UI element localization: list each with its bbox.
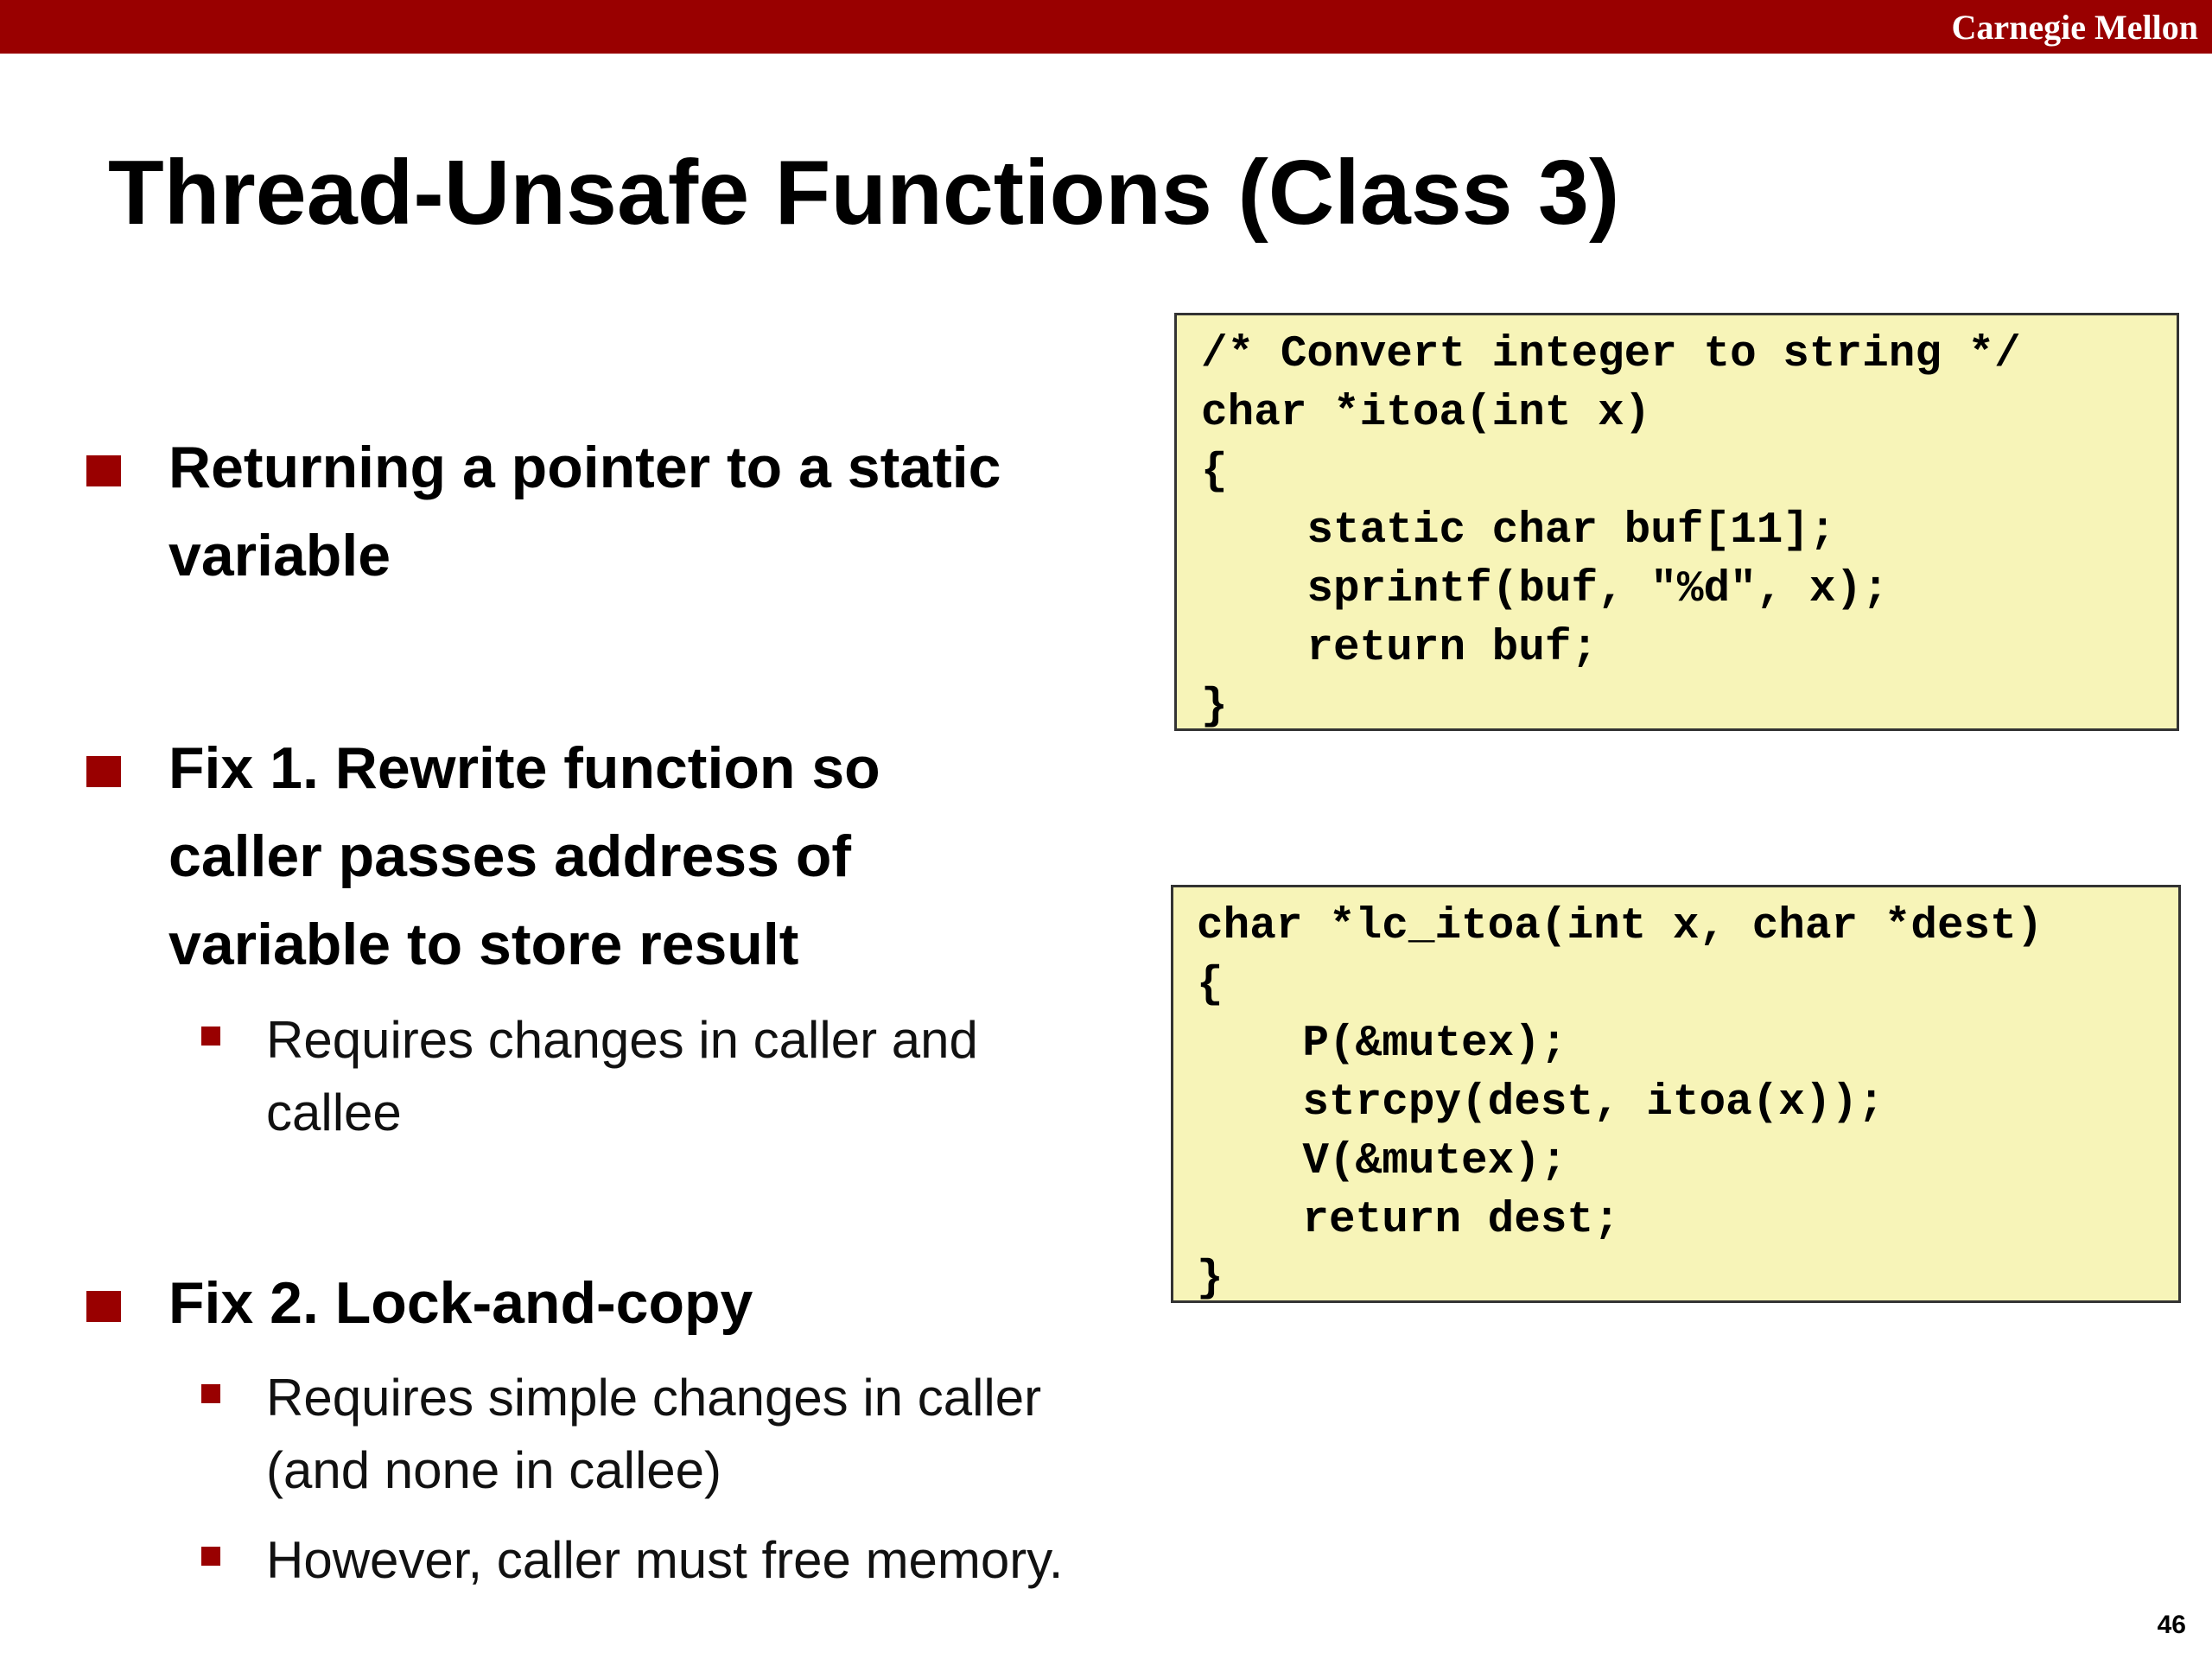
- bullet-text-line: Returning a pointer to a static: [168, 435, 1001, 500]
- sub-bullet-caller-and-callee: Requires changes in caller and callee: [266, 1004, 978, 1149]
- bullet-text-line: Fix 2. Lock-and-copy: [168, 1270, 753, 1336]
- sub-bullet-simple-changes: Requires simple changes in caller (and n…: [266, 1362, 1041, 1507]
- code-line: V(&mutex);: [1197, 1137, 1567, 1186]
- code-box-lc-itoa: char *lc_itoa(int x, char *dest) { P(&mu…: [1171, 885, 2181, 1304]
- page-number: 46: [2157, 1611, 2186, 1639]
- code-line: P(&mutex);: [1197, 1020, 1567, 1069]
- sub-bullet-marker: [201, 1384, 220, 1403]
- code-line: {: [1197, 961, 1224, 1010]
- bullet-text-line: caller passes address of: [168, 823, 852, 889]
- code-line: return dest;: [1197, 1196, 1620, 1245]
- sub-bullet-text-line: (and none in callee): [266, 1441, 722, 1499]
- bullet-fix-2: Fix 2. Lock-and-copy: [168, 1259, 753, 1347]
- bullet-text-line: Fix 1. Rewrite function so: [168, 735, 880, 801]
- code-line: return buf;: [1201, 624, 1599, 673]
- bullet-text-line: variable to store result: [168, 912, 799, 977]
- sub-bullet-text-line: callee: [266, 1084, 402, 1141]
- code-line: char *itoa(int x): [1201, 389, 1651, 438]
- sub-bullet-text-line: Requires changes in caller and: [266, 1011, 978, 1069]
- code-line: static char buf[11];: [1201, 506, 1836, 556]
- code-line: }: [1197, 1255, 1224, 1304]
- bullet-marker: [86, 455, 121, 486]
- bullet-fix-1: Fix 1. Rewrite function so caller passes…: [168, 724, 880, 988]
- code-box-itoa: /* Convert integer to string */ char *it…: [1174, 313, 2179, 732]
- code-line: char *lc_itoa(int x, char *dest): [1197, 902, 2044, 951]
- code-line: }: [1201, 683, 1228, 732]
- header-bar: Carnegie Mellon: [0, 0, 2212, 54]
- bullet-marker: [86, 756, 121, 787]
- sub-bullet-text-line: Requires simple changes in caller: [266, 1369, 1042, 1427]
- sub-bullet-marker: [201, 1027, 220, 1046]
- brand-name: Carnegie Mellon: [1951, 8, 2199, 47]
- code-line: sprintf(buf, "%d", x);: [1201, 565, 1889, 614]
- code-line: {: [1201, 448, 1228, 497]
- code-line: strcpy(dest, itoa(x));: [1197, 1078, 1885, 1128]
- sub-bullet-marker: [201, 1547, 220, 1566]
- code-line: /* Convert integer to string */: [1201, 330, 2021, 379]
- bullet-text-line: variable: [168, 523, 391, 588]
- bullet-returning-static-pointer: Returning a pointer to a static variable: [168, 423, 1001, 600]
- slide-title: Thread-Unsafe Functions (Class 3): [108, 142, 1620, 244]
- bullet-marker: [86, 1291, 121, 1322]
- sub-bullet-text-line: However, caller must free memory.: [266, 1531, 1064, 1589]
- sub-bullet-free-memory: However, caller must free memory.: [266, 1524, 1063, 1597]
